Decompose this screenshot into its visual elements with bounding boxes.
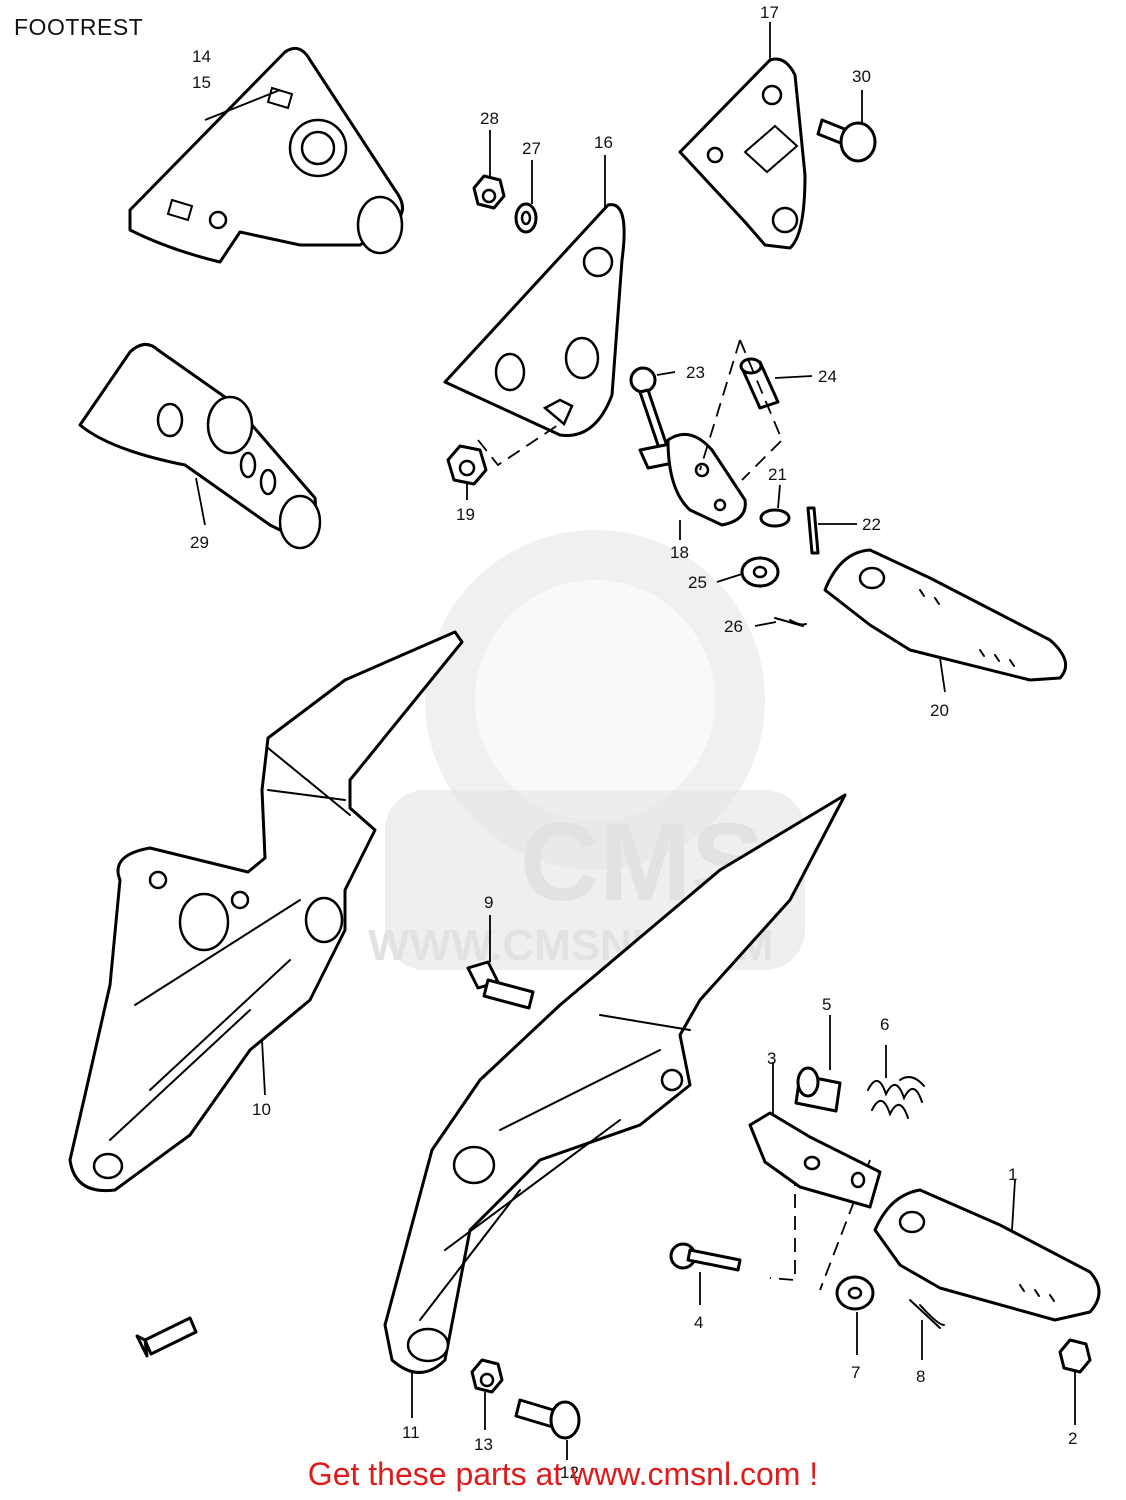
cotter-pin-26 xyxy=(774,617,807,627)
callout-23: 23 xyxy=(686,363,705,382)
footrest-20 xyxy=(823,548,1068,682)
plate-16 xyxy=(443,203,626,437)
washer-27 xyxy=(514,202,538,234)
callout-28: 28 xyxy=(480,109,499,128)
bolt-9 xyxy=(466,960,535,1010)
callout-12: 12 xyxy=(560,1463,579,1482)
direction-arrow-icon xyxy=(135,1316,198,1358)
nut-28 xyxy=(472,174,506,210)
callout-30: 30 xyxy=(852,67,871,86)
callout-26: 26 xyxy=(724,617,743,636)
callout-1: 1 xyxy=(1008,1165,1017,1184)
bolt-30 xyxy=(816,118,877,163)
callout-20: 20 xyxy=(930,701,949,720)
callout-13: 13 xyxy=(474,1435,493,1454)
callout-25: 25 xyxy=(688,573,707,592)
cotter-pin-8 xyxy=(909,1299,945,1329)
callout-labels: 14 15 28 27 16 17 30 23 24 21 22 18 25 2… xyxy=(190,3,1077,1482)
nut-2 xyxy=(1058,1338,1092,1374)
diagram-title: FOOTREST xyxy=(14,14,144,40)
footrest-1 xyxy=(873,1188,1101,1322)
callout-7: 7 xyxy=(851,1363,860,1382)
callout-29: 29 xyxy=(190,533,209,552)
callout-22: 22 xyxy=(862,515,881,534)
pin-4 xyxy=(669,1242,742,1272)
bracket-17 xyxy=(678,57,807,250)
callout-16: 16 xyxy=(594,133,613,152)
washer-7 xyxy=(835,1275,875,1311)
callout-21: 21 xyxy=(768,465,787,484)
holder-18 xyxy=(638,432,747,527)
callout-5: 5 xyxy=(822,995,831,1014)
callout-27: 27 xyxy=(522,139,541,158)
collar-5 xyxy=(794,1066,842,1113)
callout-4: 4 xyxy=(694,1313,703,1332)
callout-2: 2 xyxy=(1068,1429,1077,1448)
assembly-line-upper xyxy=(477,339,784,481)
footer-link-text[interactable]: Get these parts at www.cmsnl.com ! xyxy=(307,1456,819,1492)
nut-19 xyxy=(446,444,488,486)
bracket-29 xyxy=(78,343,322,550)
bracket-10 xyxy=(68,630,464,1193)
washer-25 xyxy=(740,556,780,588)
callout-17: 17 xyxy=(760,3,779,22)
callout-8: 8 xyxy=(916,1367,925,1386)
bolt-12 xyxy=(514,1398,581,1440)
callout-15: 15 xyxy=(192,73,211,92)
pin-22 xyxy=(806,506,820,555)
leader-lines xyxy=(195,22,1076,1460)
callout-11: 11 xyxy=(402,1423,420,1442)
callout-19: 19 xyxy=(456,505,475,524)
callout-6: 6 xyxy=(880,1015,889,1034)
spring-6 xyxy=(867,1076,925,1119)
nut-13 xyxy=(470,1358,504,1394)
collar-24 xyxy=(739,357,780,410)
callout-3: 3 xyxy=(767,1049,776,1068)
bracket-14-15 xyxy=(128,46,404,264)
callout-14: 14 xyxy=(192,47,211,66)
pivot-3 xyxy=(748,1111,882,1209)
callout-24: 24 xyxy=(818,367,837,386)
pin-21 xyxy=(759,508,791,528)
callout-9: 9 xyxy=(484,893,493,912)
callout-10: 10 xyxy=(252,1100,271,1119)
callout-18: 18 xyxy=(670,543,689,562)
bracket-11 xyxy=(383,793,847,1374)
